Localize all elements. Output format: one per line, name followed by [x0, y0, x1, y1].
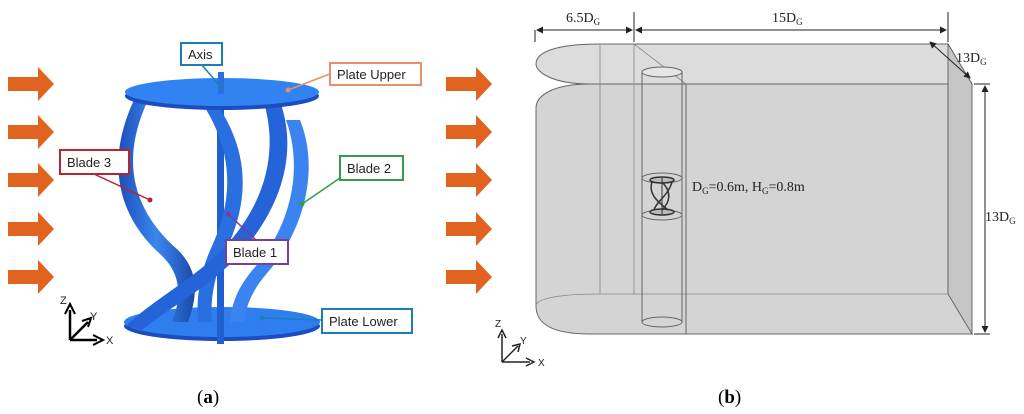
label-plate-upper: Plate Upper	[337, 67, 406, 82]
flow-arrow	[446, 67, 492, 101]
label-box-blade-3	[59, 149, 130, 175]
axis-y-label-b: Y	[520, 336, 527, 347]
flow-arrow	[8, 163, 54, 197]
label-box-plate-upper	[329, 62, 422, 86]
label-box-blade-2	[339, 155, 404, 181]
flow-arrow	[8, 212, 54, 246]
callouts-a: Axis Plate Upper Blade 3 Blade 2 Blade 1	[59, 42, 422, 334]
flow-arrow	[446, 115, 492, 149]
panel-a: Axis Plate Upper Blade 3 Blade 2 Blade 1	[8, 42, 422, 408]
axis-y-label-a: Y	[90, 311, 98, 323]
axes-triad-a	[64, 301, 106, 346]
caption-a: (a)	[197, 387, 219, 408]
rotating-zone	[641, 66, 683, 328]
helical-turbine	[118, 72, 320, 344]
axis-tip	[218, 72, 224, 94]
flow-arrow	[8, 67, 54, 101]
flow-arrow	[446, 260, 492, 294]
domain-top-face	[535, 43, 973, 85]
axis-z-label-b: Z	[495, 319, 501, 330]
dim-upstream-label: 6.5DG	[566, 11, 601, 27]
dim-height-label: 13DG	[985, 210, 1016, 226]
label-blade-3: Blade 3	[67, 155, 111, 170]
blade-3	[118, 100, 195, 322]
dimension-width: 13DG	[929, 41, 987, 79]
dimension-upstream: 6.5DG	[534, 11, 635, 42]
flow-arrow	[8, 115, 54, 149]
dimension-height: 13DG	[974, 83, 1016, 335]
domain-side-face	[947, 42, 973, 336]
turbine-small	[649, 176, 675, 216]
shaft	[217, 92, 224, 344]
label-plate-lower: Plate Lower	[329, 314, 398, 329]
inflow-arrows-b	[446, 67, 492, 294]
label-box-axis	[180, 42, 223, 66]
blade-2	[126, 96, 288, 330]
flow-arrow	[8, 260, 54, 294]
flow-arrow	[446, 212, 492, 246]
label-blade-2: Blade 2	[347, 161, 391, 176]
turbine-size-label: DG=0.6m, HG=0.8m	[692, 180, 805, 196]
domain-front-face	[535, 83, 973, 335]
label-box-plate-lower	[321, 308, 413, 334]
dim-downstream-label: 15DG	[772, 11, 803, 27]
inflow-arrows-a	[8, 67, 54, 294]
axis-z-label-a: Z	[60, 295, 67, 307]
caption-b: (b)	[718, 387, 741, 408]
label-box-blade-1	[225, 239, 289, 265]
label-blade-1: Blade 1	[233, 245, 277, 260]
axes-triad-b	[497, 328, 536, 367]
flow-arrow	[446, 163, 492, 197]
dimension-downstream: 15DG	[635, 11, 949, 42]
panel-b: DG=0.6m, HG=0.8m 6.5DG 15DG 13DG 13DG	[446, 11, 1016, 408]
axis-x-label-b: X	[538, 358, 545, 369]
label-axis: Axis	[188, 47, 213, 62]
dim-width-label: 13DG	[956, 51, 987, 67]
axis-x-label-a: X	[106, 335, 114, 347]
